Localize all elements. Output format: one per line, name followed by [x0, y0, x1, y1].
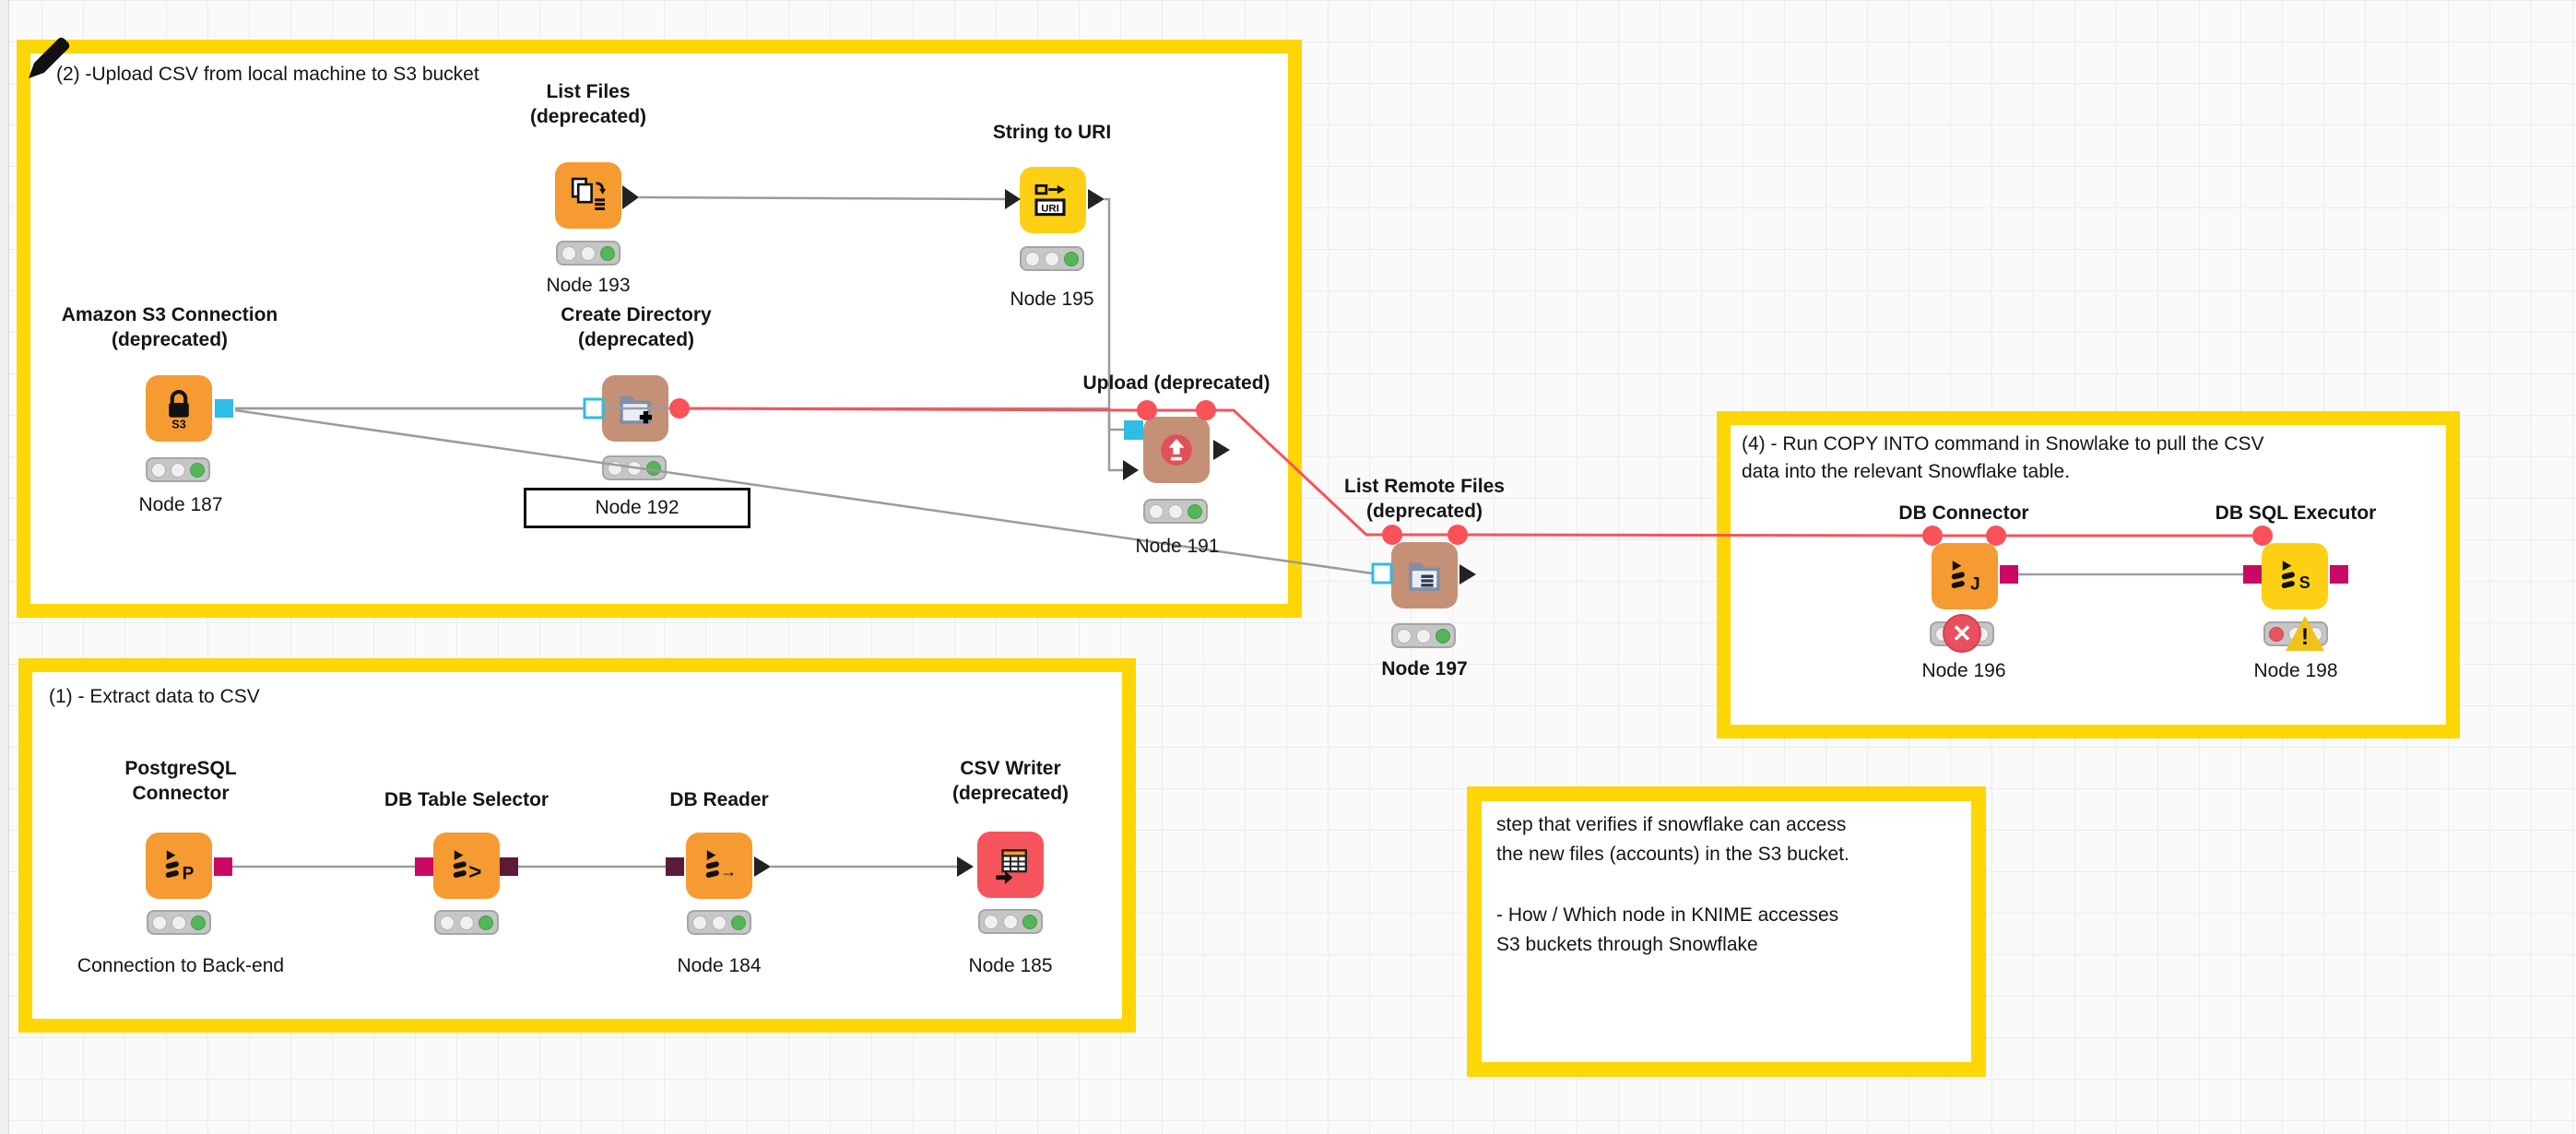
- string-to-uri-icon: URI: [1034, 183, 1066, 217]
- svg-text:→: →: [720, 862, 737, 880]
- db-reader-icon: →: [705, 850, 737, 880]
- annotation-snowflake-box[interactable]: (4) - Run COPY INTO command in Snowlake …: [1717, 411, 2460, 738]
- node-id-db-reader: Node 184: [677, 955, 762, 976]
- node-id-db-sql-executor: Node 198: [2253, 660, 2338, 681]
- node-db-sql-executor[interactable]: S: [2262, 543, 2328, 609]
- db-table-selector-icon: >: [453, 850, 481, 884]
- annotation-extract-title: (1) - Extract data to CSV: [49, 686, 260, 707]
- status-light-string-to-uri: [1020, 246, 1084, 271]
- status-light-s3-connection: [146, 457, 210, 482]
- node-db-reader[interactable]: →: [686, 833, 752, 899]
- annotation-snowflake-line1: (4) - Run COPY INTO command in Snowlake …: [1742, 433, 2264, 455]
- status-light-db-table-selector: [434, 910, 499, 935]
- node-list-files[interactable]: [555, 162, 621, 229]
- node-db-table-selector[interactable]: >: [433, 833, 500, 899]
- node-label-csv-writer: CSV Writer (deprecated): [951, 758, 1069, 804]
- node-create-directory[interactable]: [602, 375, 668, 442]
- db-connector-icon: J: [1951, 561, 1980, 594]
- s3-lock-icon: S3: [169, 390, 189, 431]
- status-light-list-remote-files: [1391, 623, 1456, 648]
- node-id-postgresql-connector: Connection to Back-end: [77, 955, 285, 976]
- node-label-upload: Upload (deprecated): [1082, 372, 1270, 394]
- node-csv-writer[interactable]: [977, 832, 1044, 898]
- annotation-snowflake-line2: data into the relevant Snowflake table.: [1742, 461, 2071, 482]
- node-label-db-reader: DB Reader: [669, 789, 769, 810]
- node-id-csv-writer: Node 185: [968, 955, 1053, 976]
- status-light-csv-writer: [978, 909, 1043, 934]
- svg-text:URI: URI: [1041, 204, 1059, 215]
- annotation-question-note[interactable]: step that verifies if snowflake can acce…: [1467, 786, 1986, 1077]
- status-light-list-files: [556, 241, 620, 266]
- csv-writer-icon: [996, 849, 1027, 884]
- question-note-line4: S3 buckets through Snowflake: [1496, 934, 1758, 955]
- node-id-create-directory-selected[interactable]: Node 192: [524, 488, 750, 528]
- canvas-left-edge: [0, 0, 9, 1134]
- svg-text:S: S: [2299, 573, 2310, 592]
- node-id-s3-connection: Node 187: [138, 494, 223, 515]
- list-files-icon: [571, 177, 607, 210]
- node-label-list-files: List Files (deprecated): [529, 81, 647, 127]
- svg-text:>: >: [468, 859, 481, 884]
- svg-text:S3: S3: [171, 419, 185, 431]
- upload-icon: [1161, 434, 1192, 466]
- node-postgresql-connector[interactable]: P: [146, 833, 212, 899]
- node-s3-connection[interactable]: S3: [146, 375, 212, 442]
- list-remote-files-folder-icon: [1409, 562, 1440, 591]
- status-light-postgresql-connector: [147, 910, 211, 935]
- svg-text:P: P: [183, 864, 195, 883]
- node-id-list-remote-files: Node 197: [1381, 658, 1468, 679]
- status-light-create-directory: [602, 455, 667, 480]
- edit-pencil-icon: [29, 37, 70, 78]
- node-id-upload: Node 191: [1135, 536, 1220, 557]
- node-label-list-remote-files: List Remote Files (deprecated): [1344, 476, 1505, 522]
- annotation-upload-title: (2) -Upload CSV from local machine to S3…: [56, 64, 479, 85]
- node-label-postgresql-connector: PostgreSQL Connector: [124, 758, 237, 804]
- question-note-line1: step that verifies if snowflake can acce…: [1496, 814, 1847, 835]
- node-label-create-directory: Create Directory (deprecated): [561, 304, 712, 350]
- create-directory-folder-icon: [620, 396, 652, 424]
- db-sql-executor-icon: S: [2281, 561, 2310, 592]
- port-listremotefiles-output[interactable]: [1459, 564, 1476, 585]
- node-label-db-sql-executor: DB SQL Executor: [2215, 502, 2377, 524]
- node-string-to-uri[interactable]: URI: [1020, 167, 1086, 233]
- node-id-string-to-uri: Node 195: [1010, 289, 1094, 310]
- status-light-db-reader: [687, 910, 751, 935]
- question-note-line2: the new files (accounts) in the S3 bucke…: [1496, 844, 1849, 865]
- status-light-upload: [1143, 499, 1208, 524]
- postgresql-connector-icon: P: [165, 850, 195, 883]
- question-note-line3: - How / Which node in KNIME accesses: [1496, 904, 1839, 926]
- node-label-s3-connection: Amazon S3 Connection (deprecated): [61, 304, 278, 350]
- node-id-db-connector: Node 196: [1921, 660, 2006, 681]
- node-label-db-table-selector: DB Table Selector: [384, 789, 549, 810]
- node-label-db-connector: DB Connector: [1898, 502, 2029, 524]
- node-db-connector[interactable]: J: [1932, 543, 1998, 609]
- flowvar-dot-listremote-out[interactable]: [1448, 525, 1468, 545]
- error-x-icon: ✕: [1943, 614, 1981, 653]
- node-upload[interactable]: [1143, 417, 1210, 483]
- port-listremotefiles-input[interactable]: [1371, 562, 1393, 585]
- node-id-list-files: Node 193: [546, 275, 631, 296]
- svg-text:J: J: [1970, 574, 1980, 594]
- node-label-string-to-uri: String to URI: [992, 122, 1112, 143]
- node-list-remote-files[interactable]: [1391, 542, 1458, 608]
